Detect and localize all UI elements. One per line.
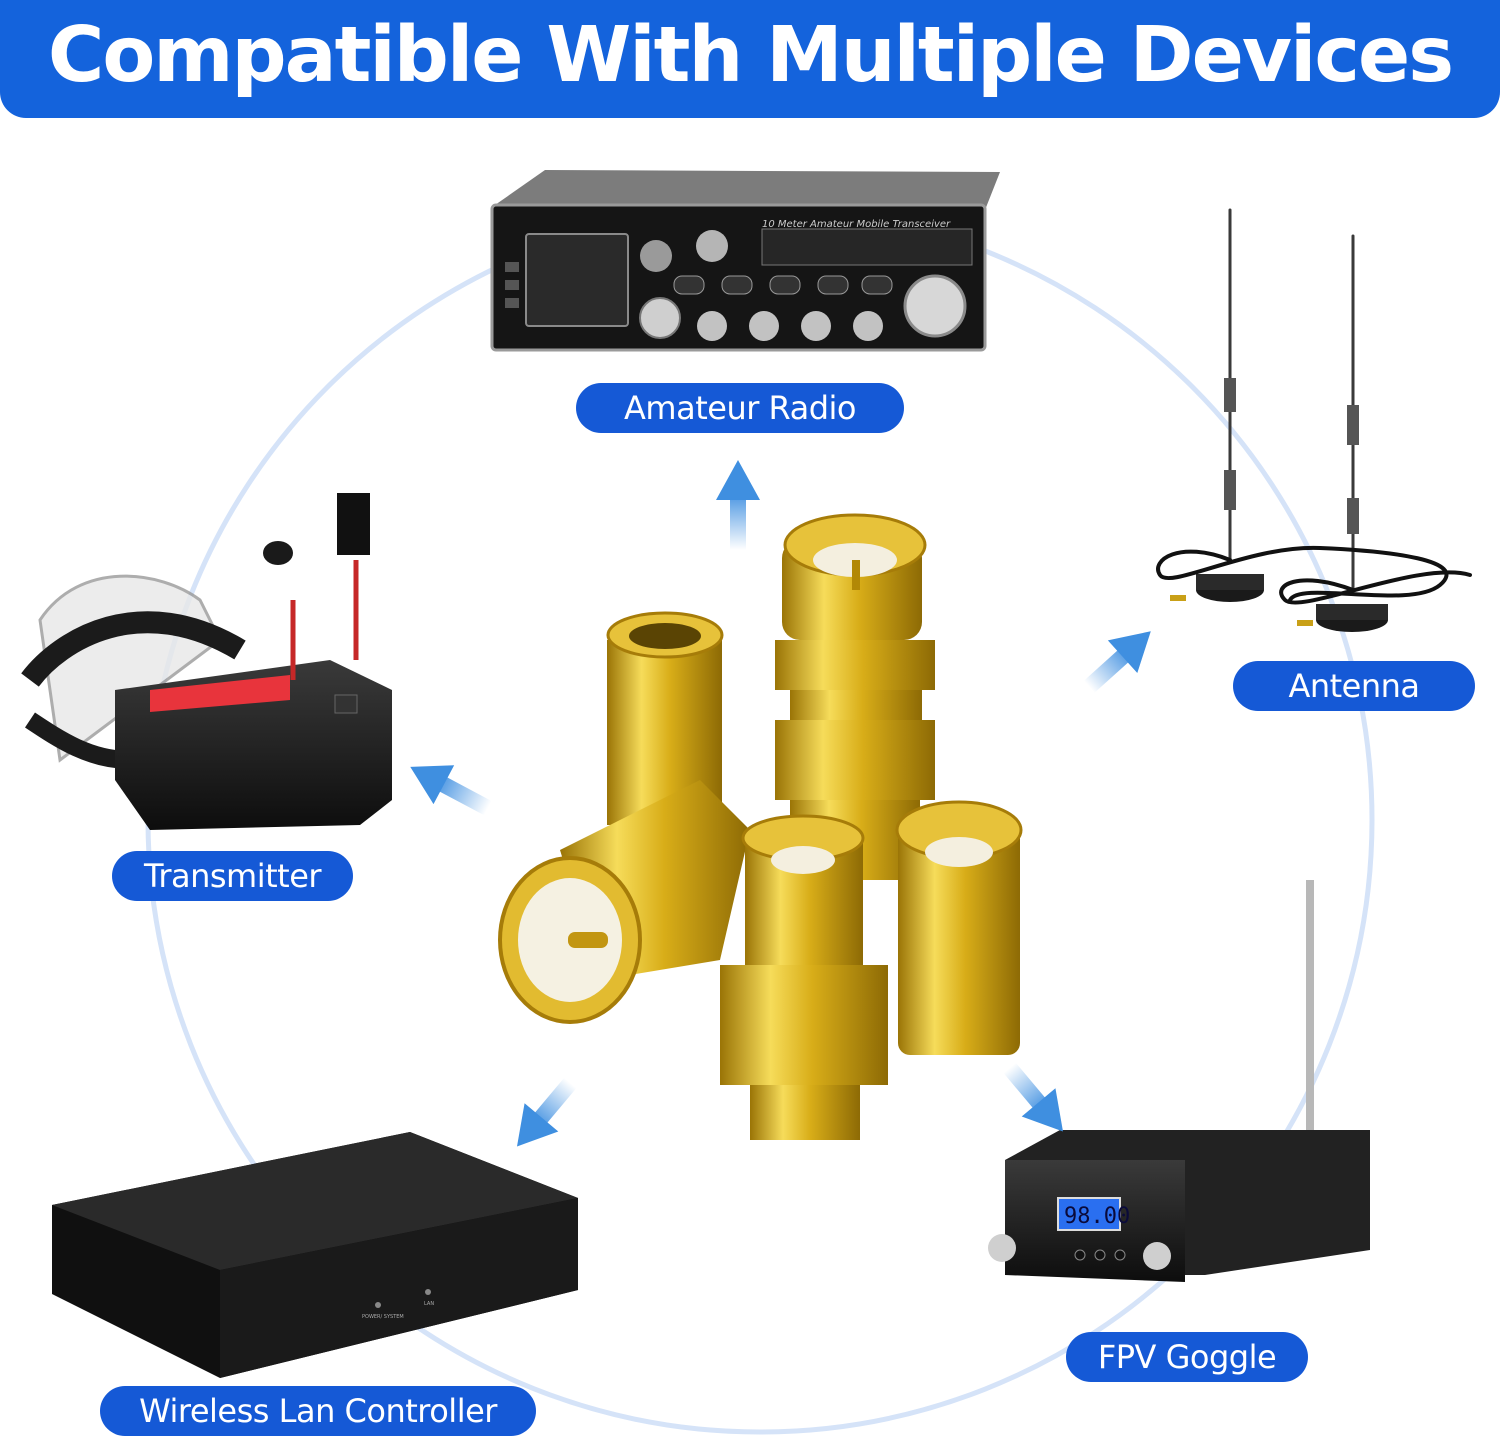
amateur-radio-image: 10 Meter Amateur Mobile Transceiver xyxy=(490,170,1000,352)
svg-text:LAN: LAN xyxy=(424,1301,434,1307)
transmitter-image xyxy=(21,493,392,830)
svg-text:10 Meter Amateur Mobile Transc: 10 Meter Amateur Mobile Transceiver xyxy=(762,219,951,230)
arrow-icons xyxy=(410,460,1151,1147)
svg-text:98.00: 98.00 xyxy=(1064,1204,1130,1229)
header-banner: Compatible With Multiple Devices xyxy=(0,0,1500,118)
arrow-left-icon xyxy=(410,765,492,816)
antenna-image xyxy=(1156,208,1472,632)
arrow-up-icon xyxy=(716,460,760,550)
sma-adapters-image xyxy=(498,513,1023,1140)
label-amateur-radio: Amateur Radio xyxy=(576,383,904,433)
label-fpv-goggle: FPV Goggle xyxy=(1066,1332,1308,1382)
wireless-lan-controller-image: POWER/ SYSTEM LAN xyxy=(52,1132,578,1378)
page-title: Compatible With Multiple Devices xyxy=(47,11,1454,100)
arrow-down-right-icon xyxy=(1003,1062,1063,1132)
label-antenna: Antenna xyxy=(1233,661,1475,711)
fpv-goggle-image: 98.00 xyxy=(988,880,1370,1282)
arrow-up-right-icon xyxy=(1083,631,1151,693)
svg-text:POWER/ SYSTEM: POWER/ SYSTEM xyxy=(362,1314,404,1320)
label-transmitter: Transmitter xyxy=(112,851,353,901)
label-wireless-lan-controller: Wireless Lan Controller xyxy=(100,1386,536,1436)
arrow-down-left-icon xyxy=(517,1077,577,1147)
